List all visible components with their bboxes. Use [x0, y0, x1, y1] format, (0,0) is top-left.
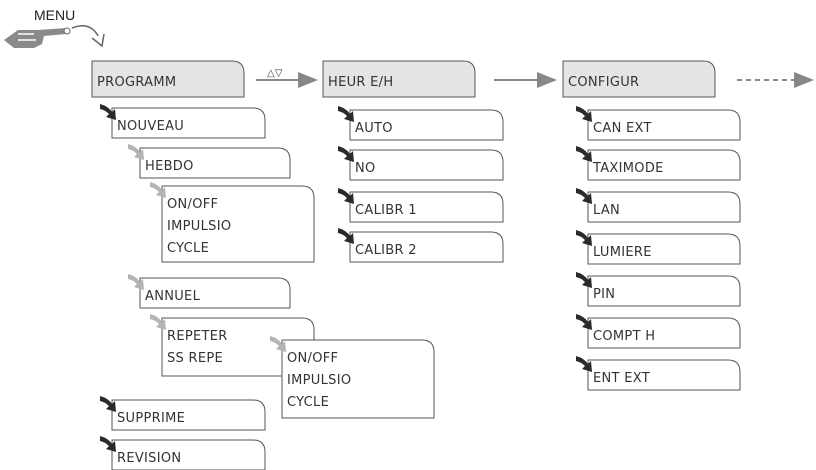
branch-arrow-icon	[150, 314, 166, 330]
annuel-mode-onoff: ON/OFF	[287, 351, 338, 366]
menu-box-hebdo-modes[interactable]: ON/OFF IMPULSIO CYCLE	[161, 185, 315, 263]
item-no: NO	[355, 161, 376, 176]
menu-box-heure[interactable]: HEUR E/H	[322, 60, 476, 98]
menu-box-compt-h[interactable]: COMPT H	[587, 317, 741, 349]
item-calibr-2: CALIBR 2	[355, 243, 417, 258]
branch-arrow-icon	[100, 436, 116, 452]
pointing-hand-icon	[4, 27, 71, 48]
menu-box-auto[interactable]: AUTO	[349, 109, 504, 141]
menu-title-heure: HEUR E/H	[328, 75, 393, 90]
item-auto: AUTO	[355, 121, 393, 136]
menu-box-nouveau[interactable]: NOUVEAU	[111, 107, 266, 139]
item-calibr-1: CALIBR 1	[355, 203, 417, 218]
branch-arrow-icon	[100, 396, 116, 412]
menu-box-hebdo[interactable]: HEBDO	[139, 147, 291, 179]
menu-box-taximode[interactable]: TAXIMODE	[587, 149, 741, 181]
item-ent-ext: ENT EXT	[593, 371, 650, 386]
menu-title-programm: PROGRAMM	[97, 75, 176, 90]
branch-arrow-icon	[128, 274, 144, 290]
item-lumiere: LUMIERE	[593, 245, 652, 260]
menu-box-calibr-1[interactable]: CALIBR 1	[349, 191, 504, 223]
hebdo-mode-impulsio: IMPULSIO	[167, 219, 231, 234]
menu-box-annuel-modes[interactable]: ON/OFF IMPULSIO CYCLE	[281, 339, 435, 419]
item-supprime: SUPPRIME	[117, 411, 185, 426]
branch-arrow-icon	[576, 188, 592, 204]
hebdo-mode-onoff: ON/OFF	[167, 197, 218, 212]
branch-arrow-icon	[100, 104, 116, 120]
menu-box-pin[interactable]: PIN	[587, 275, 741, 307]
branch-arrow-icon	[576, 146, 592, 162]
menu-title-configur: CONFIGUR	[568, 75, 639, 90]
menu-box-no[interactable]: NO	[349, 149, 504, 181]
branch-arrow-icon	[338, 106, 354, 122]
branch-arrow-icon	[338, 146, 354, 162]
item-compt-h: COMPT H	[593, 329, 655, 344]
branch-arrow-icon	[338, 188, 354, 204]
branch-arrow-icon	[576, 272, 592, 288]
branch-arrow-icon	[576, 106, 592, 122]
branch-arrow-icon	[150, 182, 166, 198]
branch-arrow-icon	[128, 144, 144, 160]
item-annuel: ANNUEL	[145, 289, 201, 304]
item-can-ext: CAN EXT	[593, 121, 652, 136]
annuel-option-repeter: REPETER	[167, 329, 228, 344]
annuel-mode-cycle: CYCLE	[287, 395, 329, 410]
item-taximode: TAXIMODE	[592, 161, 664, 176]
menu-box-calibr-2[interactable]: CALIBR 2	[349, 231, 504, 263]
item-lan: LAN	[593, 203, 620, 218]
branch-arrow-icon	[270, 336, 286, 352]
menu-box-supprime[interactable]: SUPPRIME	[111, 399, 266, 431]
menu-box-annuel[interactable]: ANNUEL	[139, 277, 291, 309]
item-hebdo: HEBDO	[145, 159, 194, 174]
menu-box-lumiere[interactable]: LUMIERE	[587, 233, 741, 265]
annuel-mode-impulsio: IMPULSIO	[287, 373, 351, 388]
item-pin: PIN	[593, 287, 615, 302]
branch-arrow-icon	[576, 230, 592, 246]
item-revision: REVISION	[117, 451, 181, 466]
menu-box-configur[interactable]: CONFIGUR	[562, 60, 716, 98]
item-nouveau: NOUVEAU	[117, 119, 184, 134]
menu-box-revision[interactable]: REVISION	[111, 439, 266, 470]
branch-arrow-icon	[576, 314, 592, 330]
menu-box-can-ext[interactable]: CAN EXT	[587, 109, 741, 141]
curved-entry-arrow-icon	[71, 25, 105, 48]
menu-box-lan[interactable]: LAN	[587, 191, 741, 223]
menu-box-ent-ext[interactable]: ENT EXT	[587, 359, 741, 391]
up-down-symbols: △▽	[267, 68, 283, 79]
menu-label: MENU	[34, 7, 75, 23]
branch-arrow-icon	[576, 356, 592, 372]
menu-box-programm[interactable]: PROGRAMM	[91, 60, 245, 98]
hebdo-mode-cycle: CYCLE	[167, 241, 209, 256]
annuel-option-ss-repe: SS REPE	[167, 351, 223, 366]
branch-arrow-icon	[338, 228, 354, 244]
